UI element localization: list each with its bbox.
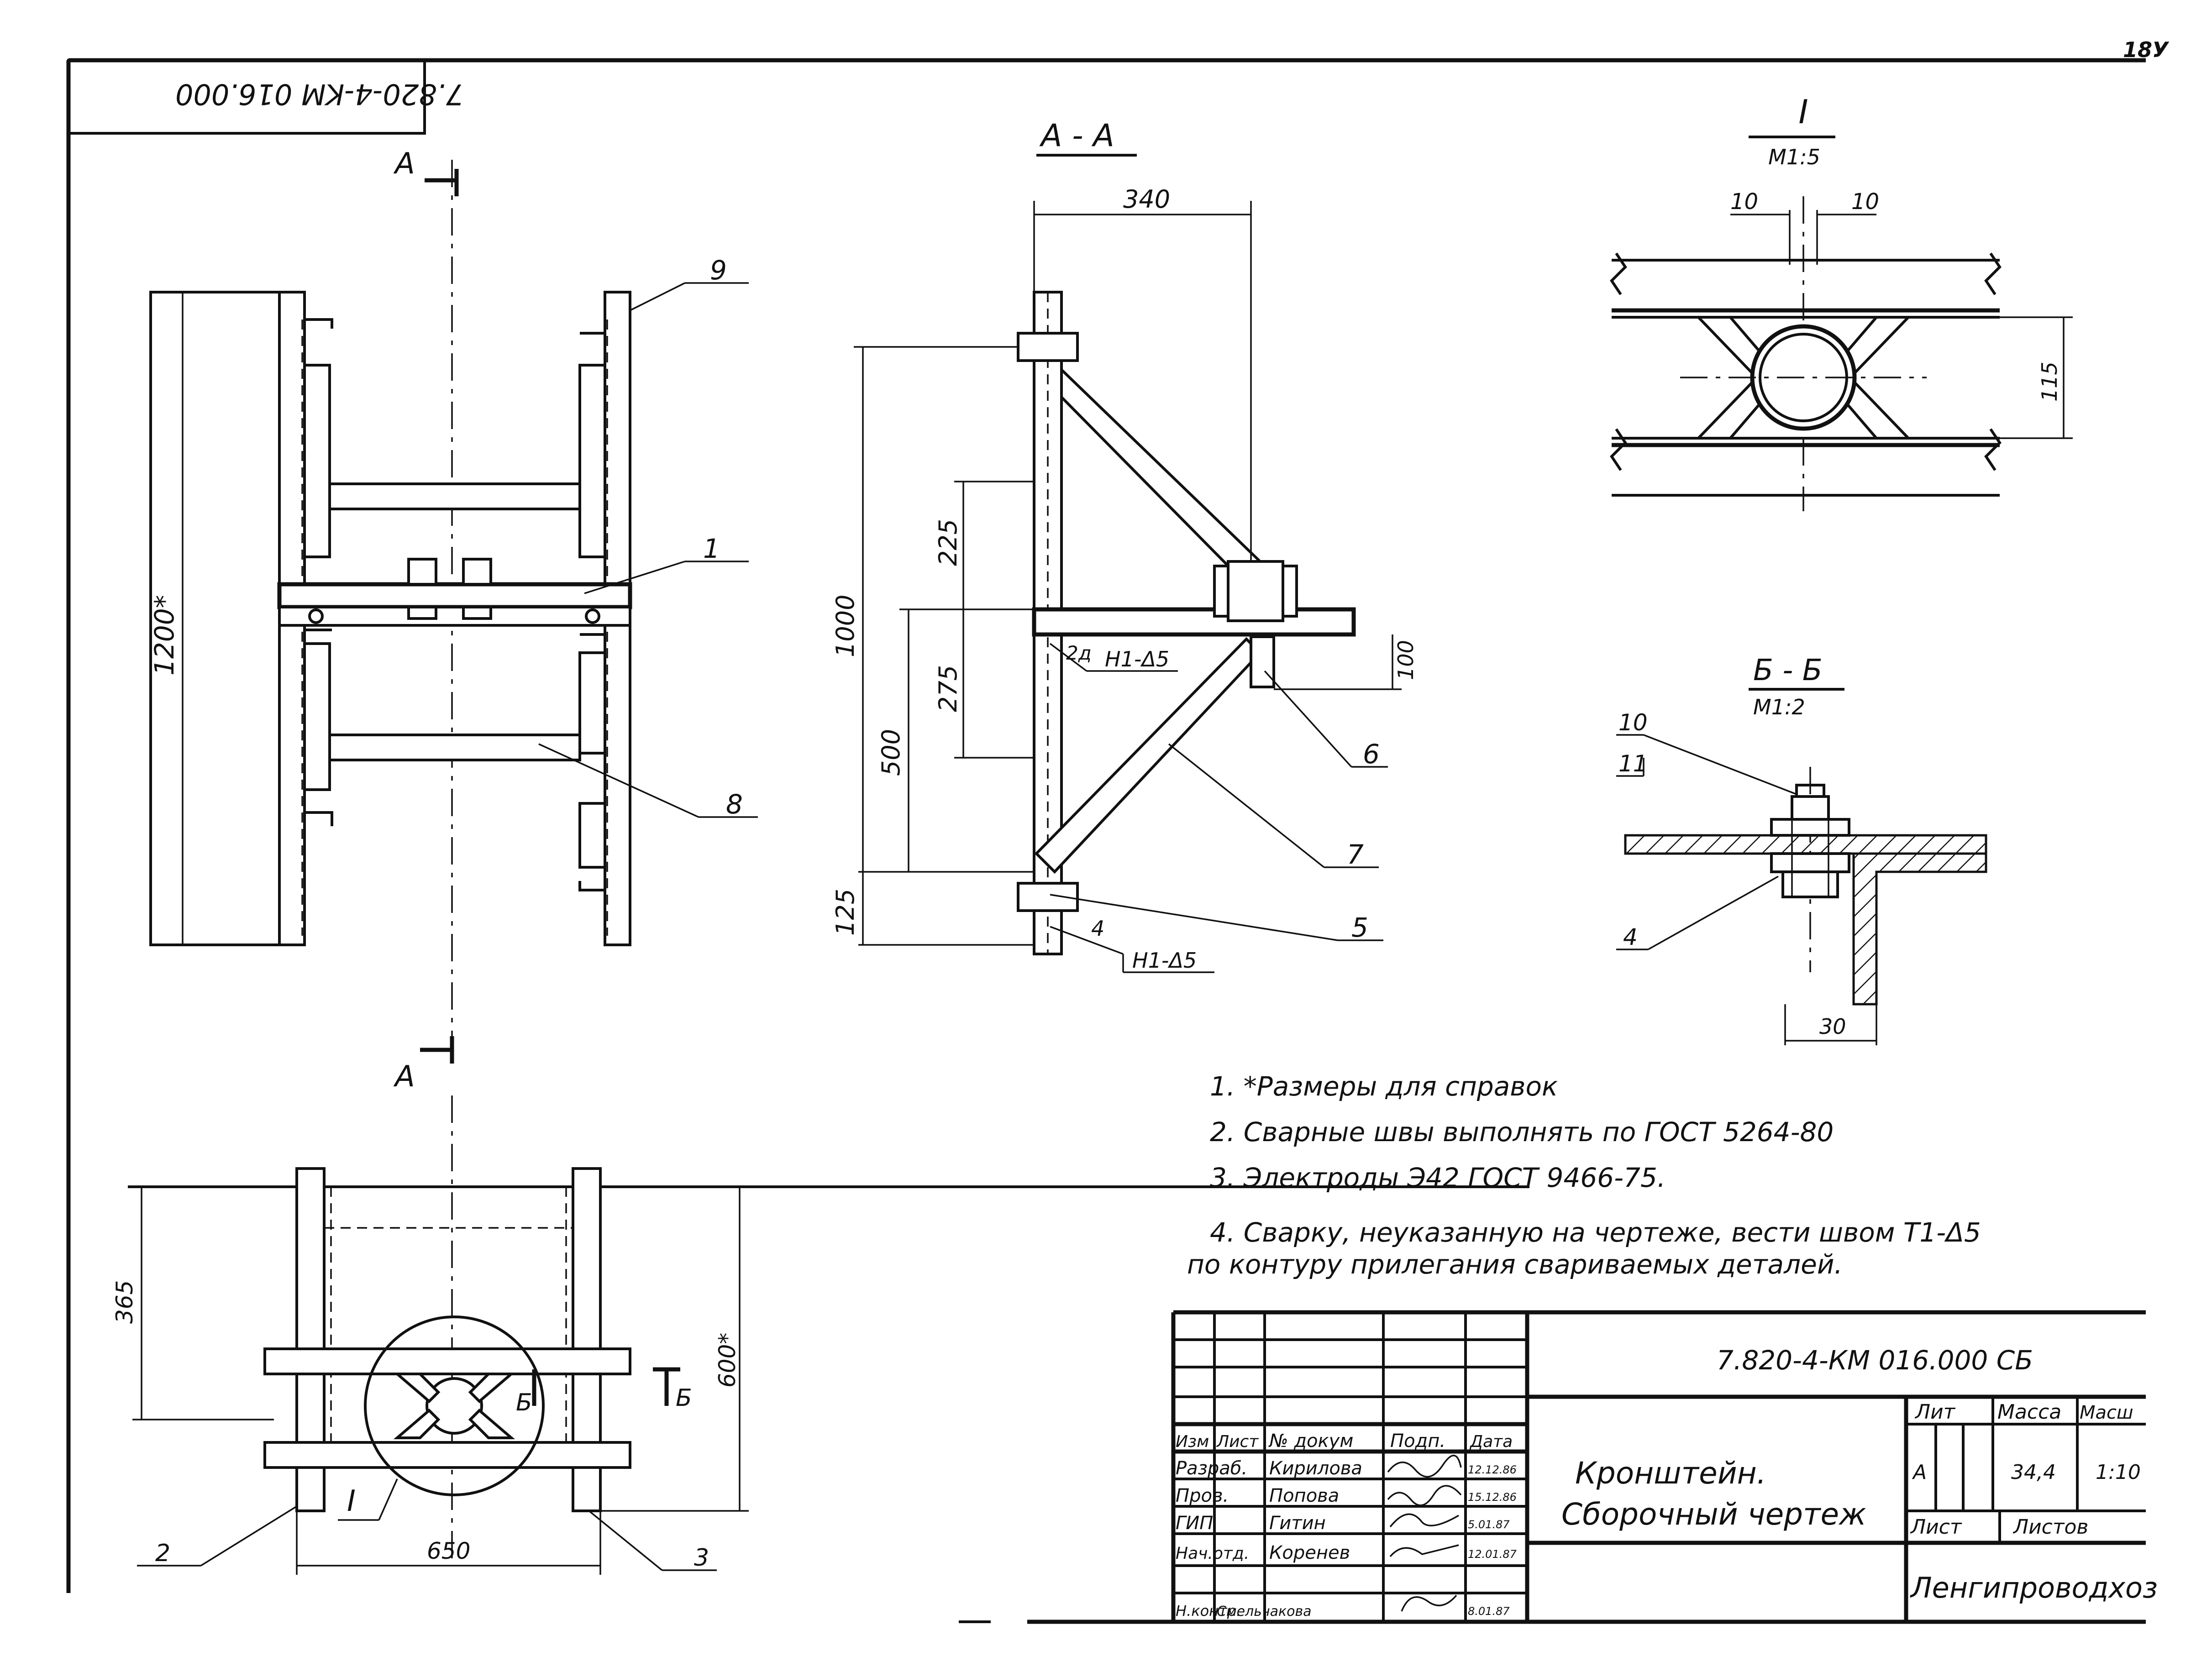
tb-row-name-4: Коренев <box>1269 1542 1350 1563</box>
plan-dim-bottom: 650 <box>427 1538 470 1564</box>
plan-section-mark-left: Б <box>516 1389 532 1416</box>
title-block: Изм Лист № докум Подп. Дата Разраб. Кири… <box>1171 1310 2158 1622</box>
front-label-1: 1 <box>703 533 720 564</box>
tb-row-date-1: 12.12.86 <box>1468 1463 1517 1476</box>
detail-i-dim-left: 10 <box>1730 189 1758 215</box>
sheet-number: 18У <box>2123 37 2170 62</box>
aa-label-5: 5 <box>1351 912 1368 943</box>
aa-label-6: 6 <box>1363 739 1380 770</box>
section-aa-title: А - А <box>1039 118 1114 154</box>
aa-dim-225: 225 <box>934 519 962 566</box>
tb-col-list: Лист <box>1216 1432 1259 1451</box>
tb-row-role-2: Пров. <box>1176 1485 1229 1506</box>
aa-dim-100: 100 <box>1393 640 1418 680</box>
tb-col-sign: Подп. <box>1390 1431 1445 1452</box>
tb-col-date: Дата <box>1469 1432 1513 1451</box>
tb-row-role-5: Н.контр. <box>1176 1602 1241 1620</box>
tb-row-name-2: Попова <box>1269 1485 1339 1506</box>
front-view: А А <box>149 147 758 1094</box>
aa-dim-500: 500 <box>877 729 905 776</box>
tb-mass-value: 34,4 <box>2011 1461 2056 1484</box>
tb-header-lit: Лит <box>1914 1400 1956 1424</box>
notes: 1. *Размеры для справок 2. Сварные швы в… <box>1187 1071 1981 1280</box>
tb-row-name-3: Гитин <box>1269 1513 1326 1534</box>
front-dim-height: 1200* <box>149 595 180 676</box>
tb-organization: Ленгипроводхоз <box>1910 1571 2158 1604</box>
aa-weld-num: 4 <box>1091 916 1104 941</box>
plan-dim-right: 600* <box>714 1333 741 1388</box>
aa-weld-top: H1-Δ5 <box>1105 647 1169 671</box>
tb-col-izm: Изм <box>1176 1432 1209 1451</box>
bb-label-4: 4 <box>1623 924 1638 950</box>
aa-weld-bottom: H1-Δ5 <box>1132 948 1197 973</box>
tb-row-role-4: Нач.отд. <box>1176 1544 1249 1563</box>
tb-row-role-1: Разраб. <box>1176 1458 1247 1479</box>
tb-row-name-1: Кирилова <box>1269 1458 1362 1479</box>
section-bb-scale: М1:2 <box>1753 695 1805 719</box>
front-label-9: 9 <box>710 255 727 286</box>
plan-detail-mark: I <box>347 1484 356 1518</box>
tb-row-date-5: 8.01.87 <box>1468 1605 1510 1618</box>
tb-lit-value: А <box>1912 1461 1927 1484</box>
section-bb-view: Б - Б М1:2 30 10 11 4 <box>1616 654 1987 1045</box>
bb-label-11: 11 <box>1618 750 1648 777</box>
tb-title-1: Кронштейн. <box>1575 1456 1766 1491</box>
note-3: 3. Электроды Э42 ГОСТ 9466-75. <box>1210 1162 1666 1193</box>
tb-doc-code: 7.820-4-КМ 016.000 СБ <box>1717 1345 2033 1376</box>
tb-header-scale: Масш <box>2080 1402 2133 1423</box>
tb-sheet-label: Лист <box>1910 1515 1962 1539</box>
rotated-stamp-code: 7.820-4-KM 016.000 <box>175 78 464 111</box>
tb-scale-value: 1:10 <box>2096 1461 2141 1484</box>
tb-row-name-5: Смельчакова <box>1217 1604 1312 1620</box>
section-bb-title: Б - Б <box>1753 654 1823 687</box>
bb-dim-30: 30 <box>1819 1014 1846 1039</box>
note-4: 4. Сварку, неуказанную на чертеже, вести… <box>1210 1217 1981 1248</box>
aa-dim-275: 275 <box>934 665 962 712</box>
detail-i-scale: М1:5 <box>1768 145 1820 169</box>
tb-row-date-2: 15.12.86 <box>1468 1491 1517 1504</box>
tb-header-mass: Масса <box>1997 1400 2061 1424</box>
plan-section-mark-right: Б <box>676 1384 692 1412</box>
note-4-cont: по контуру прилегания свариваемых детале… <box>1187 1249 1843 1280</box>
tb-row-date-3: 5.01.87 <box>1468 1518 1510 1531</box>
plan-label-3: 3 <box>694 1544 709 1572</box>
plan-view: 365 600* 650 Б Б I 2 3 <box>111 1095 1529 1575</box>
detail-i-view: I М1:5 10 10 115 <box>1610 93 2073 511</box>
front-section-mark-bottom: А <box>393 1060 415 1094</box>
tb-sheets-label: Листов <box>2012 1515 2088 1539</box>
aa-dim-125: 125 <box>831 889 860 936</box>
aa-dim-1000: 1000 <box>831 595 860 657</box>
detail-i-dim-side: 115 <box>2037 362 2062 402</box>
tb-title-2: Сборочный чертеж <box>1561 1497 1866 1532</box>
tb-row-date-4: 12.01.87 <box>1468 1548 1517 1561</box>
detail-i-title: I <box>1798 93 1808 131</box>
bb-label-10: 10 <box>1618 709 1648 736</box>
rotated-stamp: 7.820-4-KM 016.000 <box>67 59 464 135</box>
section-aa-view: А - А 340 1000 500 <box>831 118 1418 973</box>
tb-row-role-3: ГИП <box>1176 1513 1213 1534</box>
front-section-mark-top: А <box>393 147 415 181</box>
note-1: 1. *Размеры для справок <box>1210 1071 1558 1102</box>
aa-dim-340: 340 <box>1123 185 1170 214</box>
note-2: 2. Сварные швы выполнять по ГОСТ 5264-80 <box>1210 1116 1834 1148</box>
aa-weld-top-num: 2д <box>1066 642 1092 664</box>
tb-col-doc: № докум <box>1268 1431 1353 1452</box>
detail-i-dim-right: 10 <box>1851 189 1879 215</box>
aa-label-7: 7 <box>1347 839 1364 870</box>
plan-dim-left: 365 <box>111 1280 138 1324</box>
plan-label-2: 2 <box>155 1540 170 1567</box>
front-label-8: 8 <box>726 789 743 820</box>
